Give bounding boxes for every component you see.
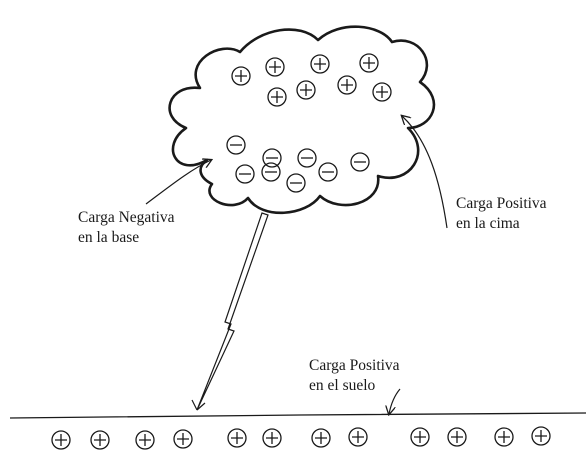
positive-charge [296,80,316,100]
positive-charge [410,427,430,447]
label-line: Carga Positiva [456,195,547,212]
positive-charge [90,430,110,450]
label-positive-ground: Carga Positiva en el suelo [309,356,400,396]
positive-charge [311,428,331,448]
positive-charge [173,429,193,449]
negative-charge [286,173,306,193]
positive-charge [231,66,251,86]
positive-charge [135,430,155,450]
negative-charge [350,152,370,172]
positive-charge [447,427,467,447]
label-line: en el suelo [309,377,376,394]
ground-charges [51,426,551,450]
negative-charge [297,148,317,168]
negative-charge [226,135,246,155]
negative-charge [235,164,255,184]
positive-charge [337,75,357,95]
positive-charge [531,426,551,446]
positive-charge [359,53,379,73]
positive-charge [227,428,247,448]
positive-charge [310,54,330,74]
label-negative-base: Carga Negativa en la base [78,208,175,248]
positive-charge [348,427,368,447]
arrow-icon [389,388,401,414]
cloud-icon [168,25,436,215]
label-line: Carga Positiva [309,357,400,374]
positive-charge [372,82,392,102]
positive-charge [51,430,71,450]
ground-line [9,412,586,419]
label-line: Carga Negativa [78,209,175,226]
positive-charge [265,57,285,77]
positive-charge [494,427,514,447]
cloud-top-charges [231,53,392,107]
positive-charge [262,428,282,448]
lightning-bolt-icon [191,212,269,411]
cloud-base-charges [226,135,370,193]
label-line: en la cima [456,215,520,232]
arrow-icon [145,160,211,205]
label-line: en la base [78,229,140,246]
negative-charge [261,162,281,182]
positive-charge [267,87,287,107]
label-positive-top: Carga Positiva en la cima [456,194,547,234]
arrow-icon [402,116,448,229]
negative-charge [262,148,282,168]
negative-charge [318,162,338,182]
